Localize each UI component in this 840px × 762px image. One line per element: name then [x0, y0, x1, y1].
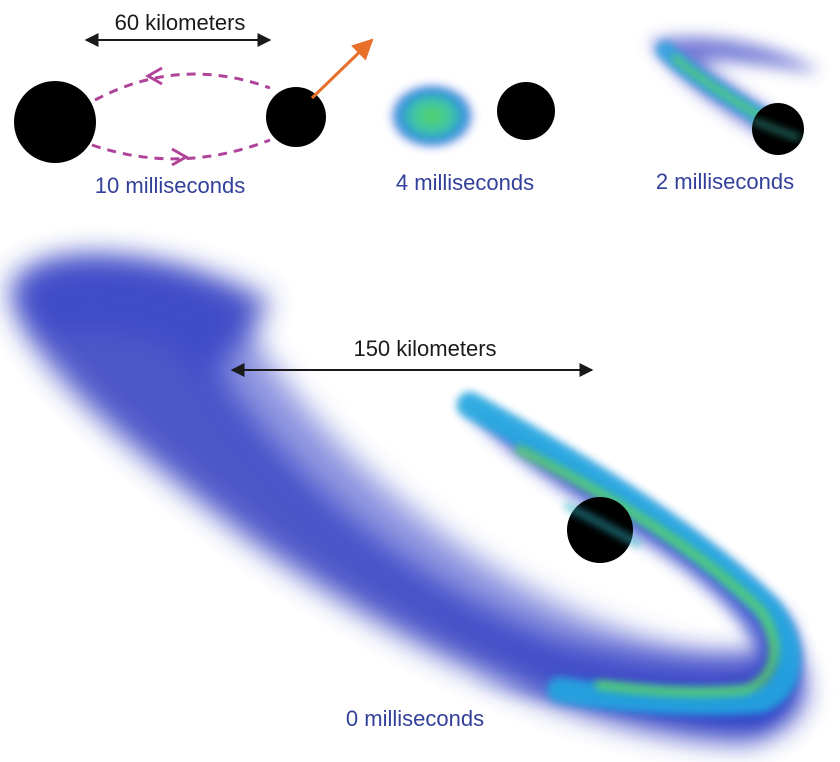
- black-hole: [497, 82, 555, 140]
- tidal-tail: [10, 256, 805, 742]
- orbit-path-upper: [94, 72, 271, 102]
- accretion-glow: [750, 117, 801, 141]
- orbit-path-lower: [91, 138, 271, 161]
- panel-2ms: 2 milliseconds: [650, 36, 820, 194]
- time-label-0ms: 0 milliseconds: [346, 706, 484, 731]
- orbit-arrowhead-right: [171, 147, 190, 167]
- scale-label-150km: 150 kilometers: [353, 336, 496, 361]
- panel-0ms: 150 kilometers 0 milliseconds: [10, 256, 805, 742]
- trajectory-arrow: [310, 38, 374, 100]
- time-label-2ms: 2 milliseconds: [656, 169, 794, 194]
- orbit-arrowhead-left: [144, 66, 163, 86]
- neutron-star: [14, 81, 96, 163]
- black-hole: [266, 87, 326, 147]
- panel-4ms: 4 milliseconds: [388, 82, 555, 195]
- scale-label-60km: 60 kilometers: [115, 10, 246, 35]
- time-label-4ms: 4 milliseconds: [396, 170, 534, 195]
- time-label-10ms: 10 milliseconds: [95, 173, 245, 198]
- neutron-star-tidal-blob: [388, 82, 476, 150]
- panel-10ms: 60 kilometers 10 milliseconds: [14, 10, 374, 198]
- inner-stream: [563, 501, 642, 549]
